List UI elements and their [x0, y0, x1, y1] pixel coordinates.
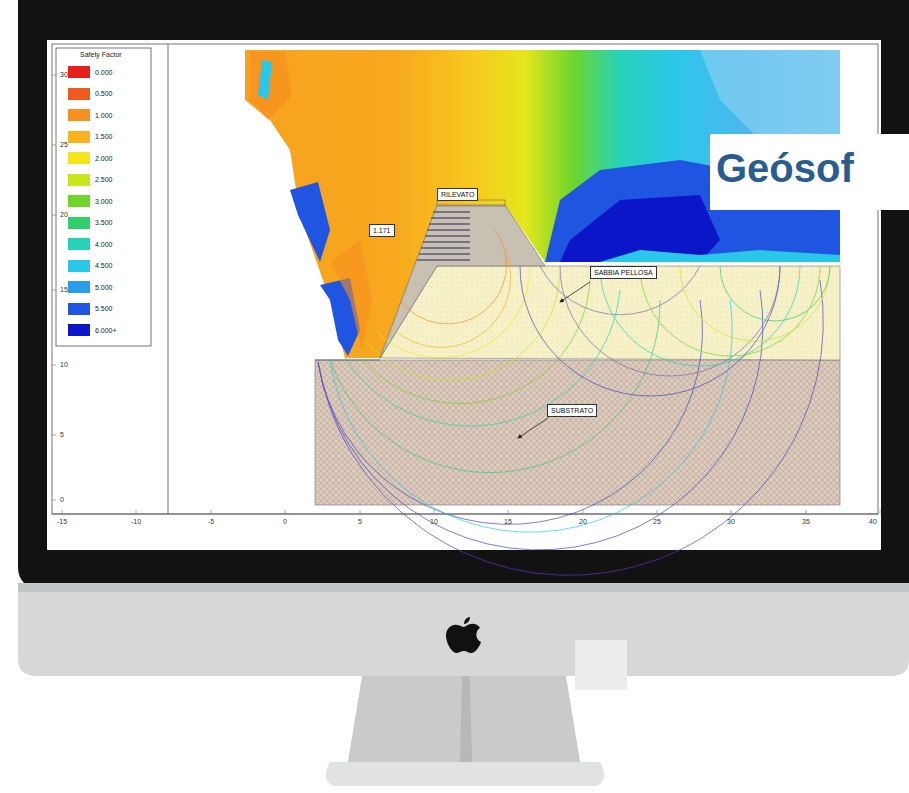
legend-entry: 0.500	[68, 88, 113, 100]
legend-swatch	[68, 131, 90, 143]
legend-entry: 5.000	[68, 281, 113, 293]
label-text: SABBIA PELLOSA	[594, 269, 653, 276]
legend-entry: 5.500	[68, 303, 113, 315]
material-label: SUBSTRATO	[547, 404, 597, 417]
legend-swatch	[68, 109, 90, 121]
legend-swatch	[68, 174, 90, 186]
legend-text: 4.000	[95, 241, 113, 248]
legend-swatch	[68, 152, 90, 164]
legend-text: 3.000	[95, 198, 113, 205]
legend-swatch	[68, 217, 90, 229]
legend-text: 0.500	[95, 90, 113, 97]
axis-tick: 5	[60, 431, 64, 438]
legend-text: 5.500	[95, 305, 113, 312]
legend-text: 1.000	[95, 112, 113, 119]
material-label: SABBIA PELLOSA	[590, 266, 657, 279]
legend-swatch	[68, 88, 90, 100]
legend-text: 1.500	[95, 133, 113, 140]
axis-tick: 0	[60, 496, 64, 503]
axis-tick: 20	[60, 211, 68, 218]
axis-tick: 15	[60, 286, 68, 293]
label-text: 1.171	[373, 227, 391, 234]
legend-swatch	[68, 195, 90, 207]
legend-heading: Safety Factor	[80, 51, 122, 58]
axis-tick: 5	[358, 518, 362, 525]
axis-tick: 10	[430, 518, 438, 525]
axis-tick: 30	[727, 518, 735, 525]
legend-swatch	[68, 238, 90, 250]
material-label: RILEVATO	[437, 188, 478, 201]
legend-text: 5.000	[95, 284, 113, 291]
axis-tick: 25	[60, 141, 68, 148]
legend-text: 6.000+	[95, 327, 117, 334]
brand-logo: Geósof	[716, 146, 854, 191]
legend-entry: 2.500	[68, 174, 113, 186]
legend-entry: 3.500	[68, 217, 113, 229]
legend-text: 2.500	[95, 176, 113, 183]
legend-entry: 6.000+	[68, 324, 117, 336]
legend-text: 2.000	[95, 155, 113, 162]
legend-entry: 2.000	[68, 152, 113, 164]
axis-tick: 40	[869, 518, 877, 525]
axis-tick: -10	[131, 518, 141, 525]
legend-entry: 1.500	[68, 131, 113, 143]
legend-text: 4.500	[95, 262, 113, 269]
legend-entry: 1.000	[68, 109, 113, 121]
axis-tick: 15	[504, 518, 512, 525]
legend-swatch	[68, 303, 90, 315]
axis-tick: 0	[283, 518, 287, 525]
axis-tick: -15	[57, 518, 67, 525]
axis-tick: 20	[579, 518, 587, 525]
axis-tick: -5	[208, 518, 214, 525]
axis-tick: 30	[60, 71, 68, 78]
axis-tick: 35	[802, 518, 810, 525]
legend-entry: 4.000	[68, 238, 113, 250]
legend-entry: 4.500	[68, 260, 113, 272]
legend-swatch	[68, 324, 90, 336]
legend-swatch	[68, 281, 90, 293]
legend-swatch	[68, 66, 90, 78]
legend-entry: 3.000	[68, 195, 113, 207]
axis-tick: 10	[60, 361, 68, 368]
legend-text: 3.500	[95, 219, 113, 226]
label-text: SUBSTRATO	[551, 407, 593, 414]
material-label: 1.171	[369, 224, 395, 237]
legend-swatch	[68, 260, 90, 272]
legend-entry: 0.000	[68, 66, 113, 78]
label-text: RILEVATO	[441, 191, 474, 198]
axis-tick: 25	[653, 518, 661, 525]
legend-text: 0.000	[95, 69, 113, 76]
